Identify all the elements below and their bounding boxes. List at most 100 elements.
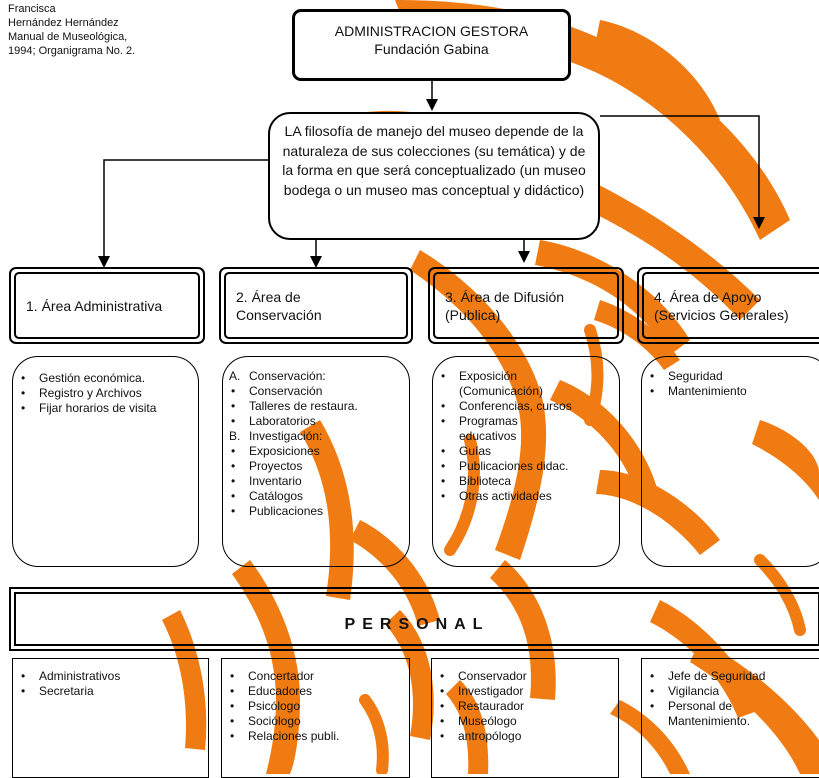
detail-list: Seguridad Mantenimiento — [642, 369, 819, 399]
list-item: Publicaciones — [223, 504, 409, 519]
item-text: Sociólogo — [248, 714, 301, 728]
area-details-conservacion: A. Conservación: Conservación Talleres de… — [222, 356, 410, 567]
list-item: Museólogo — [432, 714, 618, 729]
staff-box-conservacion: Concertador Educadores Psicólogo Sociólo… — [221, 658, 410, 778]
item-text: Registro y Archivos — [39, 386, 142, 400]
item-text: Museólogo — [458, 714, 517, 728]
list-item: Talleres de restaura. — [223, 399, 409, 414]
list-item: Conferencias, cursos — [433, 399, 619, 414]
area-details-difusion: Exposición (Comunicación) Conferencias, … — [432, 356, 620, 567]
area-box-inner: 3. Área de Difusión (Publica) — [433, 272, 619, 339]
item-text: Vigilancia — [668, 684, 720, 698]
list-item: A. Conservación: — [223, 369, 409, 384]
item-text: Laboratorios — [249, 414, 316, 428]
area-box-inner: 4. Área de Apoyo (Servicios Generales) — [642, 272, 819, 339]
list-item: Educadores — [222, 684, 409, 699]
list-item: B.Investigación: — [223, 429, 409, 444]
source-note-line: Francisca — [8, 3, 56, 15]
list-item: Fijar horarios de visita — [13, 401, 198, 416]
staff-box-administrativa: Administrativos Secretaria — [12, 658, 209, 778]
list-item: Registro y Archivos — [13, 386, 198, 401]
source-note-line: Hernández Hernández — [8, 17, 119, 29]
item-text: Psicólogo — [248, 699, 301, 713]
detail-list: Exposición (Comunicación) Conferencias, … — [433, 369, 619, 504]
list-item: Laboratorios — [223, 414, 409, 429]
list-item: Biblioteca — [433, 474, 619, 489]
item-text: antropólogo — [458, 729, 522, 743]
area-box-inner: 2. Área de Conservación — [224, 272, 408, 339]
item-text: Jefe de Seguridad — [668, 669, 766, 683]
list-item: Gestión económica. — [13, 371, 198, 386]
item-text: Conservación: — [249, 369, 326, 383]
area-box-difusion: 3. Área de Difusión (Publica) — [428, 267, 624, 344]
list-item: Conservación — [223, 384, 409, 399]
philosophy-text: LA filosofía de manejo del museo depende… — [282, 123, 586, 198]
list-item: Restaurador — [432, 699, 618, 714]
staff-list: Jefe de Seguridad Vigilancia Personal de… — [642, 669, 819, 729]
item-text: Conferencias, cursos — [459, 399, 572, 413]
staff-box-apoyo: Jefe de Seguridad Vigilancia Personal de… — [641, 658, 819, 778]
item-text: Mantenimiento — [668, 384, 747, 398]
list-item: Programas educativos — [433, 414, 619, 444]
list-item: antropólogo — [432, 729, 618, 744]
list-item: Guías — [433, 444, 619, 459]
list-item: Investigador — [432, 684, 618, 699]
item-text: Conservación — [249, 384, 323, 398]
list-item: Personal de Mantenimiento. — [642, 699, 819, 729]
source-note: Francisca Hernández Hernández Manual de … — [8, 2, 135, 58]
detail-list: A. Conservación: Conservación Talleres de… — [223, 369, 409, 519]
area-box-conservacion: 2. Área de Conservación — [219, 267, 413, 344]
personal-banner: PERSONAL — [9, 587, 819, 651]
item-text: Restaurador — [458, 699, 525, 713]
source-note-line: Manual de Museológica, — [8, 31, 128, 43]
item-text: Exposición (Comunicación) — [459, 369, 544, 398]
item-text: Investigación: — [249, 429, 323, 443]
list-item: Jefe de Seguridad — [642, 669, 819, 684]
list-item: Concertador — [222, 669, 409, 684]
source-note-line: 1994; Organigrama No. 2. — [8, 45, 136, 57]
area-box-apoyo: 4. Área de Apoyo (Servicios Generales) — [637, 267, 819, 344]
area-box-inner: 1. Área Administrativa — [14, 272, 200, 339]
list-item: Otras actividades — [433, 489, 619, 504]
item-text: Publicaciones — [249, 504, 324, 518]
item-text: Personal de Mantenimiento. — [668, 699, 751, 728]
item-text: Seguridad — [668, 369, 723, 383]
item-text: Gestión económica. — [39, 371, 146, 385]
list-item: Publicaciones didac. — [433, 459, 619, 474]
item-text: Conservador — [458, 669, 527, 683]
list-item: Administrativos — [13, 669, 208, 684]
item-text: Secretaria — [39, 684, 94, 698]
area-title: 2. Área de Conservación — [236, 288, 322, 323]
list-item: Vigilancia — [642, 684, 819, 699]
list-item: Conservador — [432, 669, 618, 684]
item-text: Otras actividades — [459, 489, 552, 503]
staff-list: Conservador Investigador Restaurador Mus… — [432, 669, 618, 744]
item-text: Relaciones publi. — [248, 729, 340, 743]
list-item: Mantenimiento — [642, 384, 819, 399]
area-box-administrativa: 1. Área Administrativa — [9, 267, 205, 344]
item-text: Biblioteca — [459, 474, 512, 488]
list-item: Exposición (Comunicación) — [433, 369, 619, 399]
item-text: Fijar horarios de visita — [39, 401, 157, 415]
staff-list: Concertador Educadores Psicólogo Sociólo… — [222, 669, 409, 744]
list-item: Proyectos — [223, 459, 409, 474]
item-text: Proyectos — [249, 459, 303, 473]
philosophy-box: LA filosofía de manejo del museo depende… — [268, 112, 600, 240]
management-title: ADMINISTRACION GESTORA — [334, 23, 529, 39]
item-text: Publicaciones didac. — [459, 459, 569, 473]
item-text: Exposiciones — [249, 444, 320, 458]
area-details-administrativa: Gestión económica. Registro y Archivos F… — [12, 356, 199, 567]
management-subtitle: Fundación Gabina — [374, 41, 489, 57]
item-text: Educadores — [248, 684, 313, 698]
item-marker: A. — [229, 369, 241, 383]
list-item: Catálogos — [223, 489, 409, 504]
management-box: ADMINISTRACION GESTORA Fundación Gabina — [292, 9, 571, 81]
personal-title: PERSONAL — [14, 592, 819, 646]
list-item: Sociólogo — [222, 714, 409, 729]
item-text: Talleres de restaura. — [249, 399, 358, 413]
staff-box-difusion: Conservador Investigador Restaurador Mus… — [431, 658, 619, 778]
detail-list: Gestión económica. Registro y Archivos F… — [13, 371, 198, 416]
item-text: Administrativos — [39, 669, 121, 683]
list-item: Seguridad — [642, 369, 819, 384]
item-text: Programas educativos — [459, 414, 518, 443]
